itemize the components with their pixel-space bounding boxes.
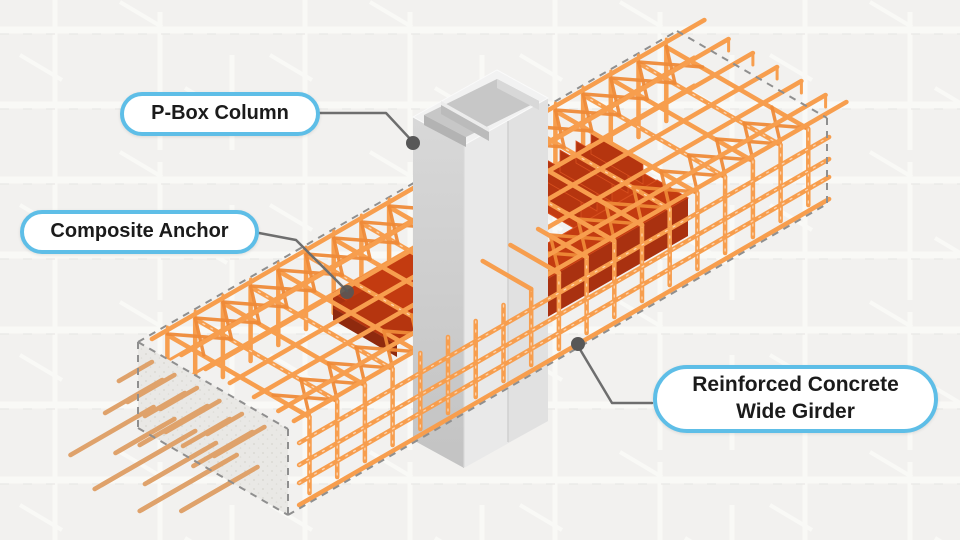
connector-wide-girder [576, 344, 654, 405]
rebar-cage-front [296, 126, 832, 508]
callout-reinforced-concrete-wide-girder: Reinforced Concrete Wide Girder [653, 365, 938, 433]
anchor-dot-wide-girder [571, 337, 585, 351]
girder-outline-dashed-front [287, 30, 828, 516]
callout-label: Composite Anchor [50, 220, 229, 243]
callout-p-box-column: P-Box Column [120, 92, 320, 136]
callout-connectors [257, 111, 654, 405]
callout-label: P-Box Column [151, 102, 289, 125]
connector-composite-anchor [257, 231, 349, 293]
column-inner-partition [441, 101, 489, 132]
anchor-dot-p-box-column [406, 136, 420, 150]
callout-composite-anchor: Composite Anchor [20, 210, 259, 254]
concrete-end-face [68, 341, 289, 516]
anchor-dot-composite-anchor [340, 285, 354, 299]
connector-p-box-column [318, 111, 415, 144]
protruding-rebar-stubs [68, 359, 267, 514]
p-box-column-3d [411, 69, 550, 468]
callout-label: Reinforced Concrete Wide Girder [692, 373, 899, 423]
